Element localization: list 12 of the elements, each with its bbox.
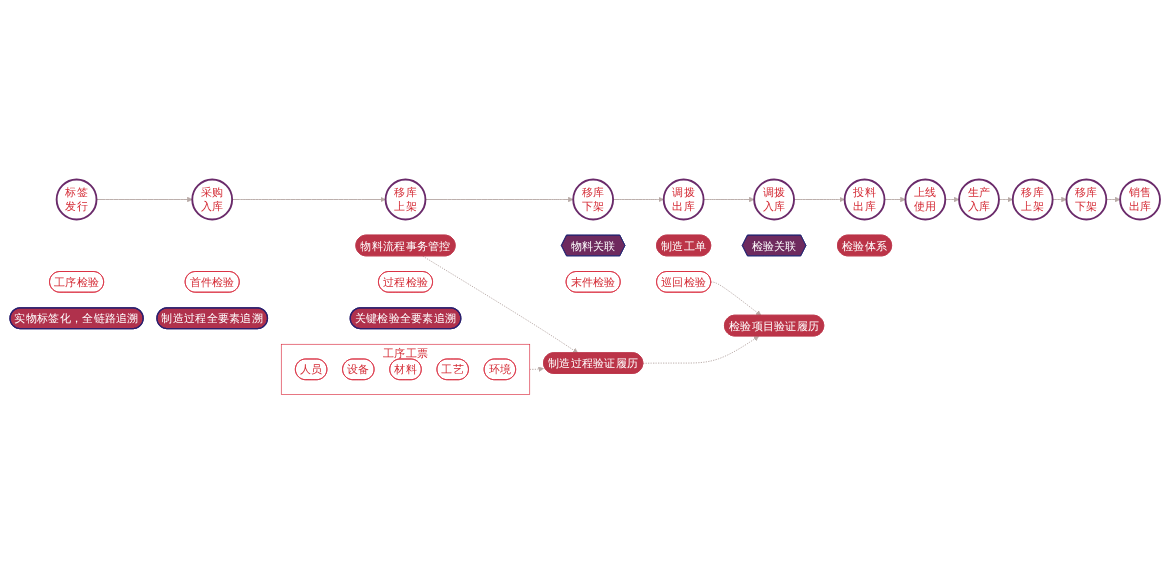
node-circle: 移库下架 [1065,178,1108,221]
node-circle: 标签发行 [55,178,98,221]
node-circle: 采购入库 [191,178,234,221]
node-circle: 调拨出库 [662,178,705,221]
node-circle: 移库上架 [384,178,427,221]
node-circle: 投料出库 [843,178,886,221]
node-circle: 移库下架 [572,178,615,221]
node-circle: 移库上架 [1011,178,1054,221]
node-circle: 调拨入库 [753,178,795,221]
node-circle: 销售出库 [1119,178,1161,221]
node-circle: 生产入库 [958,178,1000,221]
node-circle: 上线使用 [904,178,947,221]
